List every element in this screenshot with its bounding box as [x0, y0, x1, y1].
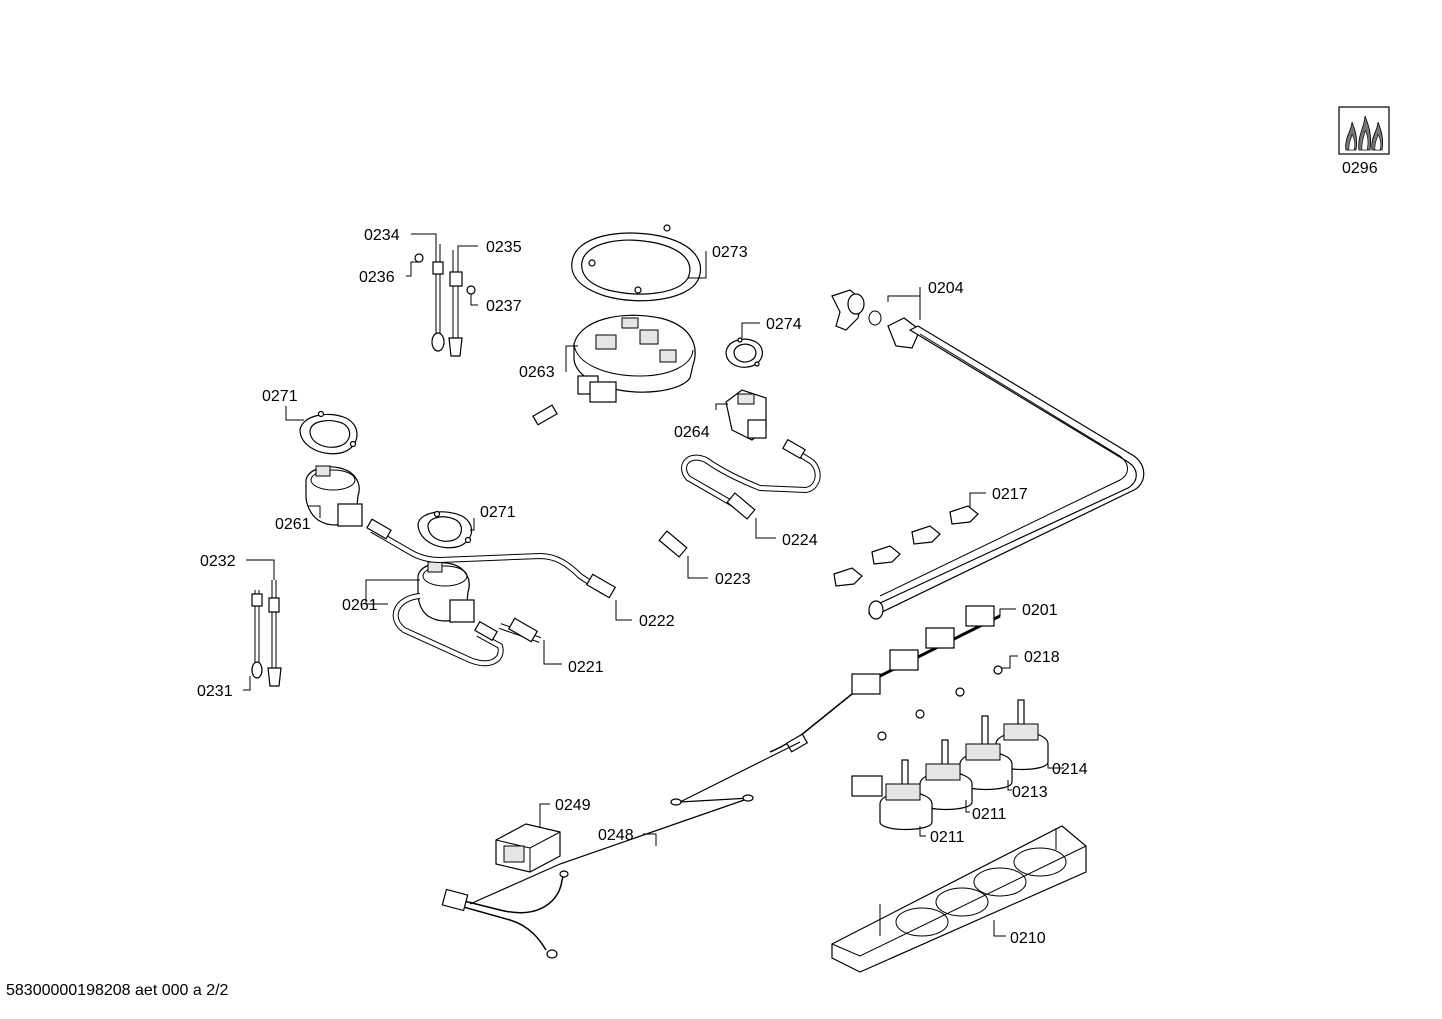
thermocouple-0235	[448, 250, 463, 357]
gas-pipe-0223	[474, 404, 688, 558]
burner-0261-lower	[417, 561, 475, 623]
nut-0236	[414, 253, 424, 263]
gas-inlet-elbow-0204	[831, 289, 921, 349]
burner-0264	[725, 389, 767, 441]
valve-tray-0210	[831, 825, 1087, 973]
gas-valve-0211-left	[851, 759, 933, 831]
gasket-0271-lower	[417, 510, 473, 549]
clips-0217	[833, 505, 979, 587]
part-label-0235: 0235	[486, 239, 522, 256]
part-label-0211a: 0211	[930, 829, 965, 846]
part-label-0237: 0237	[486, 298, 522, 315]
part-label-0204: 0204	[928, 280, 964, 297]
ignition-rail-0201	[769, 605, 1001, 753]
gasket-0273	[571, 224, 702, 302]
part-label-0264: 0264	[674, 424, 710, 441]
part-label-0263: 0263	[519, 364, 555, 381]
part-label-0296: 0296	[1342, 160, 1378, 177]
gas-pipe	[868, 325, 1145, 620]
thermocouple-0232	[267, 580, 282, 687]
part-label-0232: 0232	[200, 553, 236, 570]
gas-valve-0213	[959, 715, 1013, 791]
part-label-0214: 0214	[1052, 761, 1088, 778]
thermocouple-0231	[251, 590, 263, 679]
part-label-0234: 0234	[364, 227, 400, 244]
part-label-0271a: 0271	[262, 388, 298, 405]
part-label-0271b: 0271	[480, 504, 516, 521]
wiring-harness-0248	[441, 741, 801, 959]
part-label-0248: 0248	[598, 827, 634, 844]
thermocouple-0234	[431, 244, 445, 352]
part-label-0261a: 0261	[275, 516, 311, 533]
part-label-0217: 0217	[992, 486, 1028, 503]
part-label-0218: 0218	[1024, 649, 1060, 666]
gas-flames-icon	[1338, 106, 1390, 155]
part-label-0221: 0221	[568, 659, 604, 676]
part-label-0224: 0224	[782, 532, 818, 549]
nut-0237	[466, 285, 476, 295]
ignition-module-0249	[495, 823, 561, 873]
document-footer: 58300000198208 aet 000 a 2/2	[6, 982, 229, 999]
part-label-0274: 0274	[766, 316, 802, 333]
part-label-0210: 0210	[1010, 930, 1046, 947]
part-label-0236: 0236	[359, 269, 395, 286]
part-label-0249: 0249	[555, 797, 591, 814]
screws-0218	[877, 665, 1003, 741]
gas-pipe-0221	[392, 593, 541, 667]
gasket-0271-upper	[299, 410, 358, 455]
part-label-0223: 0223	[715, 571, 751, 588]
part-label-0213: 0213	[1012, 784, 1048, 801]
part-label-0222: 0222	[639, 613, 675, 630]
part-label-0201: 0201	[1022, 602, 1058, 619]
gas-pipe-0224	[681, 438, 821, 520]
part-label-0211b: 0211	[972, 806, 1007, 823]
burner-body-0263	[573, 314, 696, 403]
gasket-0274	[725, 337, 763, 368]
burner-0261-upper	[305, 465, 363, 527]
part-label-0261b: 0261	[342, 597, 378, 614]
part-label-0231: 0231	[197, 683, 233, 700]
gas-pipe-0222	[366, 518, 617, 599]
gas-valve-0211-right	[919, 739, 973, 811]
part-label-0273: 0273	[712, 244, 748, 261]
